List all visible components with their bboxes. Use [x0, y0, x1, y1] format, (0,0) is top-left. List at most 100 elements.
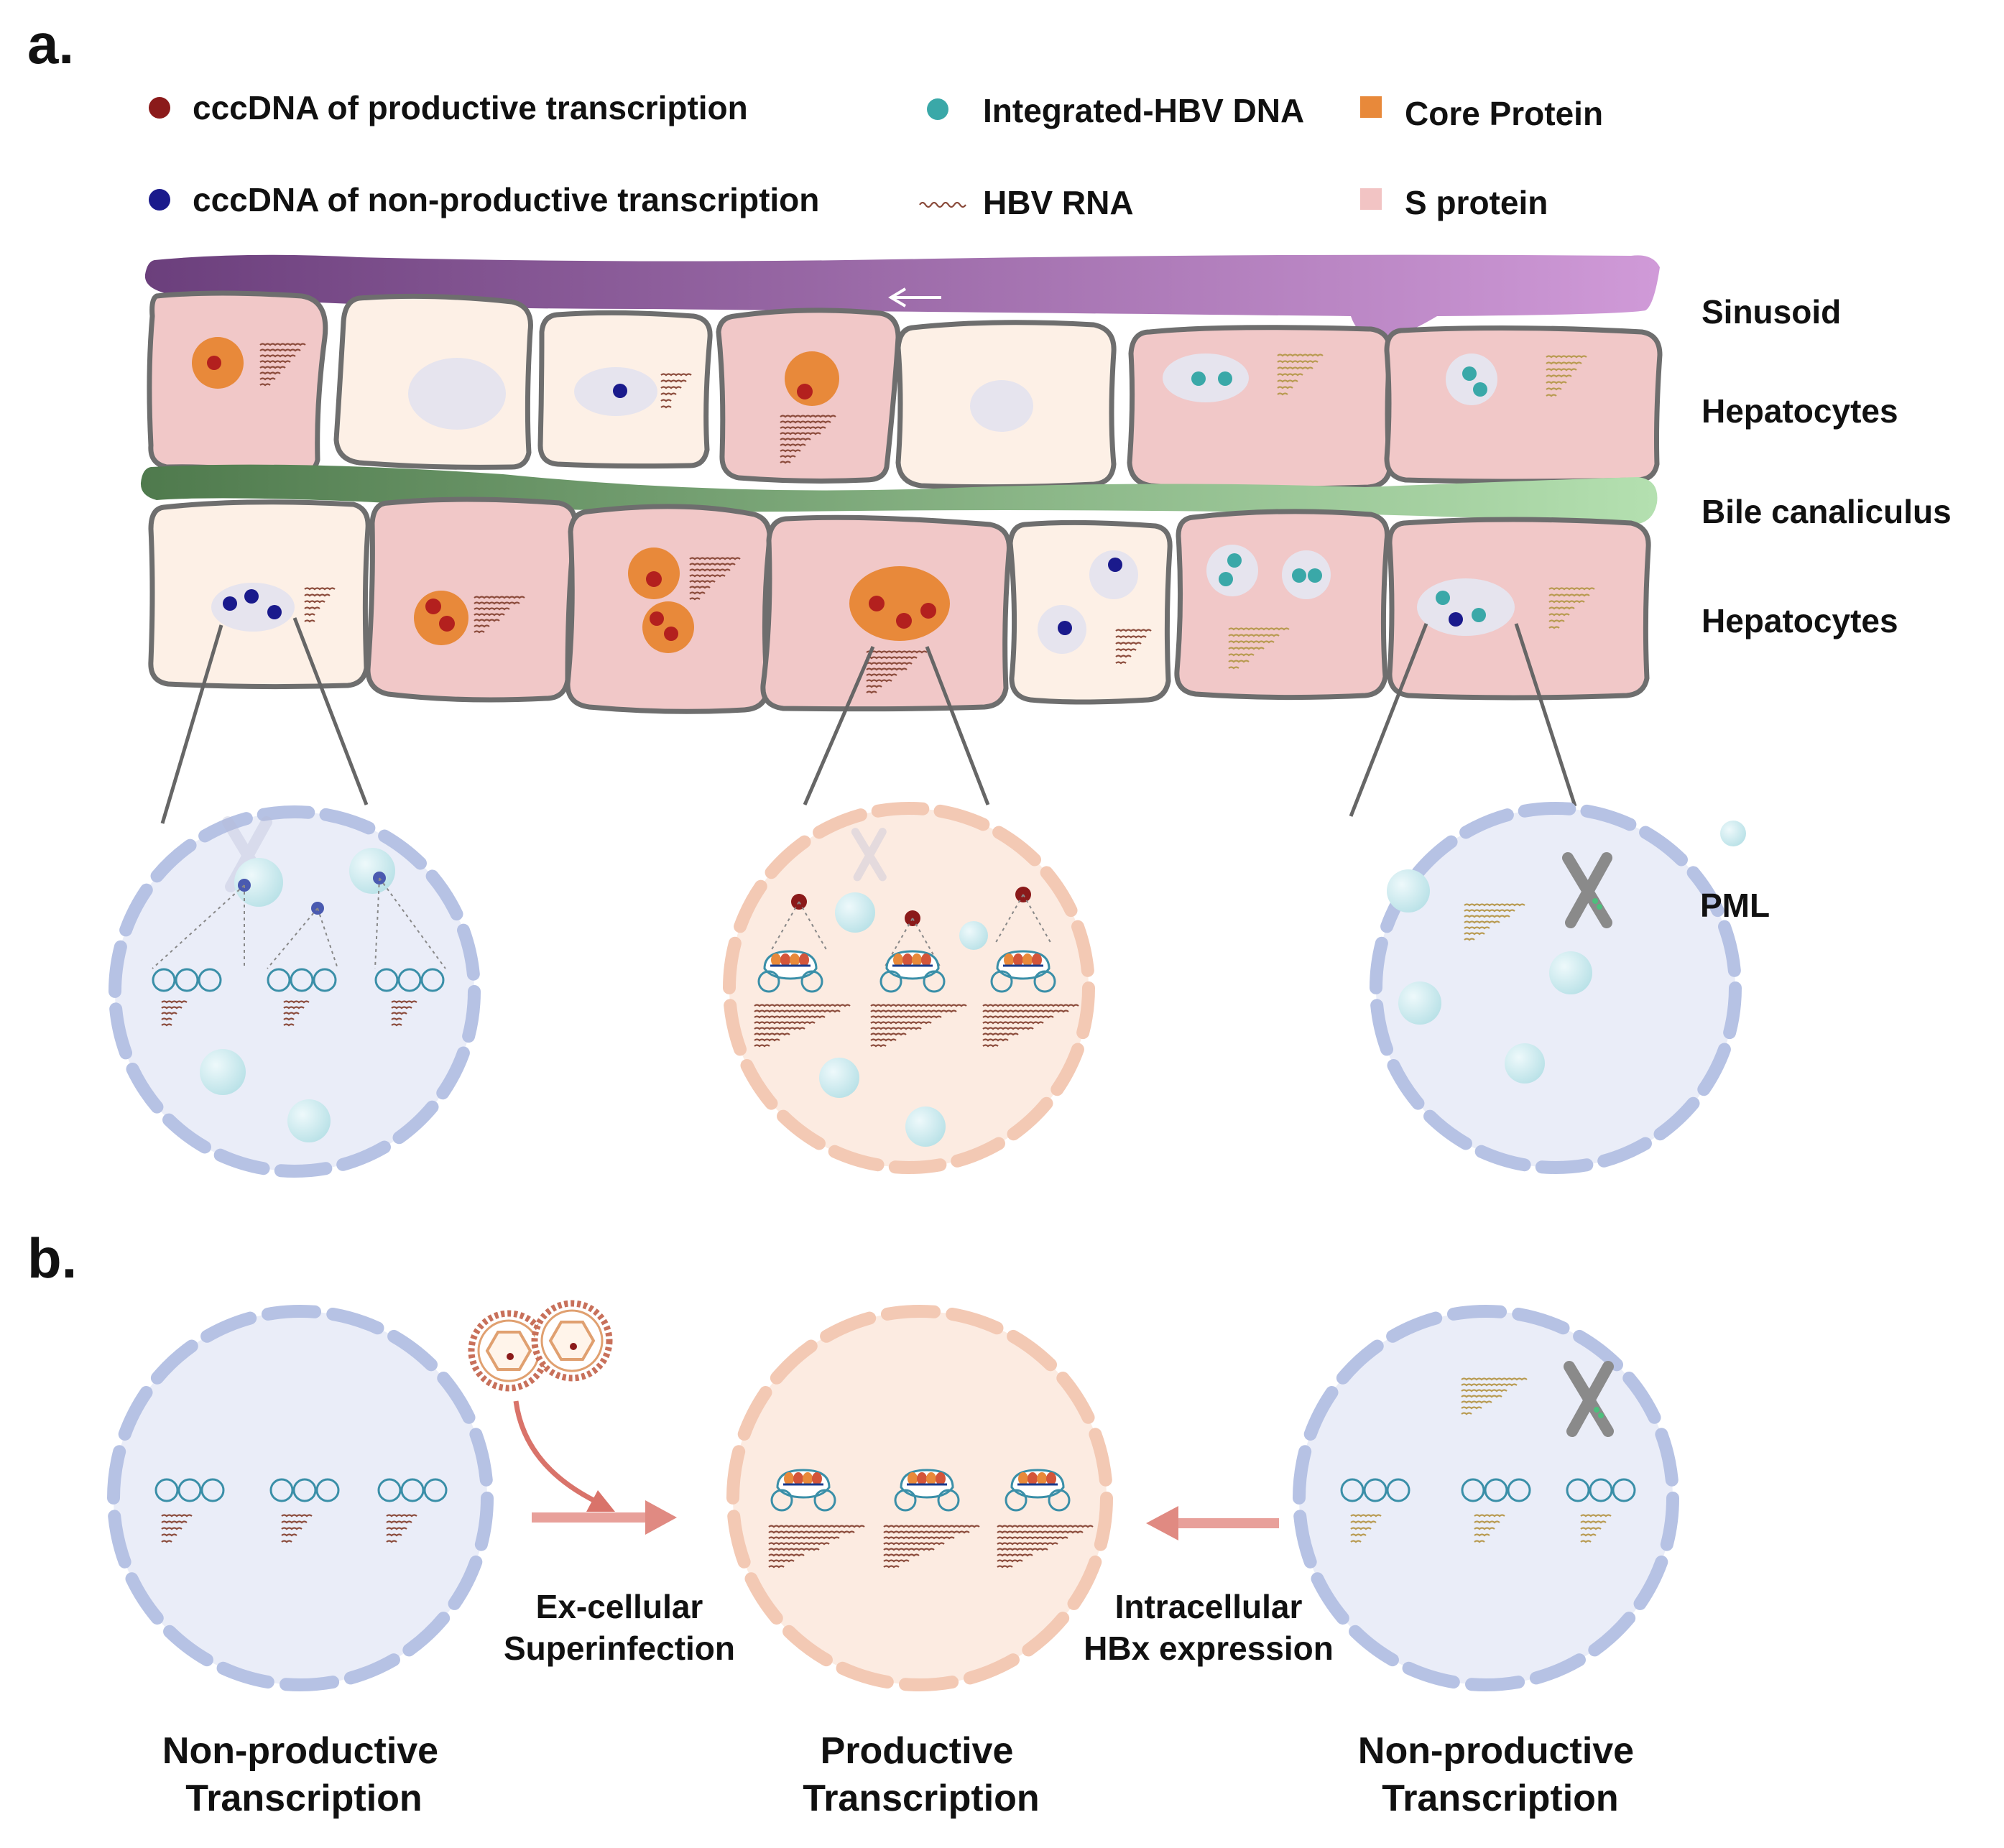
nucleus-productive	[723, 802, 1095, 1174]
chromosome-icon	[1564, 1361, 1614, 1437]
connector	[267, 907, 338, 969]
pml-body	[905, 1107, 946, 1147]
legend-productive-cccdna: cccDNA of productive transcription	[193, 89, 748, 126]
hbv-rna-icon	[161, 1514, 193, 1543]
hbv-rna-icon	[883, 1525, 980, 1569]
transcription-complex-icon	[879, 950, 946, 993]
right-arrow-label-line2: HBx expression	[1084, 1630, 1334, 1667]
hbv-rna-icon	[1277, 354, 1324, 396]
nucleus	[408, 358, 506, 430]
hbv-rna-icon	[1461, 1377, 1528, 1415]
pml-body	[1387, 869, 1430, 913]
virions	[468, 1300, 613, 1392]
nonproductive-cccdna	[267, 605, 282, 619]
hepatocyte	[147, 290, 328, 477]
hepatocyte	[1384, 325, 1663, 484]
connector	[374, 877, 446, 969]
superinfection-curved-arrow-icon	[513, 1400, 598, 1505]
productive-cccdna	[920, 603, 936, 619]
nucleus-productive	[726, 1305, 1113, 1691]
nonproductive-cccdna	[1449, 612, 1463, 627]
pml-legend-icon	[1720, 821, 1746, 846]
transcription-complex-icon	[757, 950, 823, 993]
s-protein-legend-icon	[1360, 188, 1382, 210]
legend-hbv-rna: HBV RNA	[983, 184, 1134, 221]
productive-cccdna	[425, 599, 441, 614]
hepatocyte-contents-top	[192, 337, 1497, 432]
hepatocyte	[1387, 517, 1651, 701]
hbv-rna-icon	[304, 587, 336, 623]
integrated-dna	[1473, 382, 1487, 397]
nucleus	[1206, 545, 1258, 596]
label-pml: PML	[1700, 887, 1770, 924]
nucleus-nonproductive	[107, 1305, 494, 1691]
hbv-rna-icon	[391, 1000, 417, 1027]
legend-integrated-dna: Integrated-HBV DNA	[983, 92, 1304, 129]
nucleus-integrated	[1293, 1305, 1679, 1691]
integrated-dna	[1219, 572, 1233, 586]
flow-arrow-icon	[888, 287, 941, 308]
core-protein-nucleus	[414, 591, 468, 645]
productive-cccdna-legend-icon	[149, 97, 170, 119]
hbv-rna-icon	[1580, 1514, 1612, 1543]
cccdna-minichromosome-icon	[377, 1478, 448, 1502]
hbv-rna-icon	[768, 1525, 865, 1569]
hbv-rna-icon	[1548, 587, 1595, 629]
hbv-rna-icon	[474, 596, 525, 634]
hbv-virion-icon	[468, 1310, 550, 1392]
nucleus	[970, 380, 1033, 432]
pml-body	[1549, 951, 1592, 994]
transcription-complex-icon	[770, 1469, 836, 1512]
legend-s-protein: S protein	[1405, 184, 1548, 221]
nucleus	[211, 583, 295, 632]
hbv-rna-icon	[386, 1514, 417, 1543]
transcription-complex-icon	[990, 950, 1056, 993]
cccdna-minichromosome-icon	[152, 968, 222, 992]
hbv-rna-icon	[1115, 629, 1152, 665]
hbv-rna-icon	[754, 1004, 851, 1048]
panel-label-b: b.	[27, 1226, 77, 1290]
chromosome-icon	[1562, 852, 1612, 928]
productive-cccdna	[664, 627, 678, 641]
pml-body	[819, 1058, 859, 1098]
hepatocyte	[365, 496, 578, 703]
pml-body	[1505, 1043, 1545, 1084]
integrated-dna	[1472, 608, 1486, 622]
cccdna-minichromosome-icon	[374, 968, 445, 992]
superinfection-curved-arrow-head-icon	[586, 1490, 615, 1512]
core-protein-nucleus	[849, 566, 950, 641]
productive-cccdna	[896, 613, 912, 629]
right-arrow-label-line1: Intracellular	[1115, 1588, 1303, 1625]
hbv-rna-icon	[866, 650, 928, 694]
hbv-rna-icon	[997, 1525, 1094, 1569]
hbv-rna-icon	[1350, 1514, 1382, 1543]
hbv-rna-icon	[1474, 1514, 1505, 1543]
right-state-line1: Non-productive	[1358, 1730, 1634, 1772]
core-protein-nucleus	[785, 351, 839, 406]
cccdna-minichromosome-icon	[1566, 1478, 1636, 1502]
hbv-rna-legend-icon	[919, 201, 966, 208]
nonproductive-cccdna	[223, 596, 237, 611]
hbv-rna-icon	[982, 1004, 1079, 1048]
hbv-rna-icon	[780, 415, 836, 464]
hepatocyte-rna-group	[259, 343, 1595, 694]
right-arrow-head-icon	[1146, 1506, 1178, 1540]
hepatocyte-contents-bottom	[211, 545, 1515, 654]
center-state-line2: Transcription	[803, 1778, 1039, 1819]
transcription-complex-icon	[894, 1469, 960, 1512]
nonproductive-cccdna-legend-icon	[149, 189, 170, 211]
integrated-dna	[1308, 568, 1322, 583]
productive-cccdna	[439, 616, 455, 632]
hbv-rna-icon	[161, 1000, 188, 1027]
nucleus-detail-group	[107, 802, 1742, 1691]
productive-cccdna	[797, 384, 813, 399]
connector	[152, 884, 245, 969]
panel-label-a: a.	[27, 12, 74, 75]
integrated-dna	[1462, 366, 1477, 381]
hepatocyte	[1174, 509, 1390, 701]
cccdna-minichromosome-icon	[154, 1478, 225, 1502]
productive-cccdna	[207, 356, 221, 370]
nonproductive-cccdna	[613, 384, 627, 398]
nonproductive-cccdna	[244, 589, 259, 604]
